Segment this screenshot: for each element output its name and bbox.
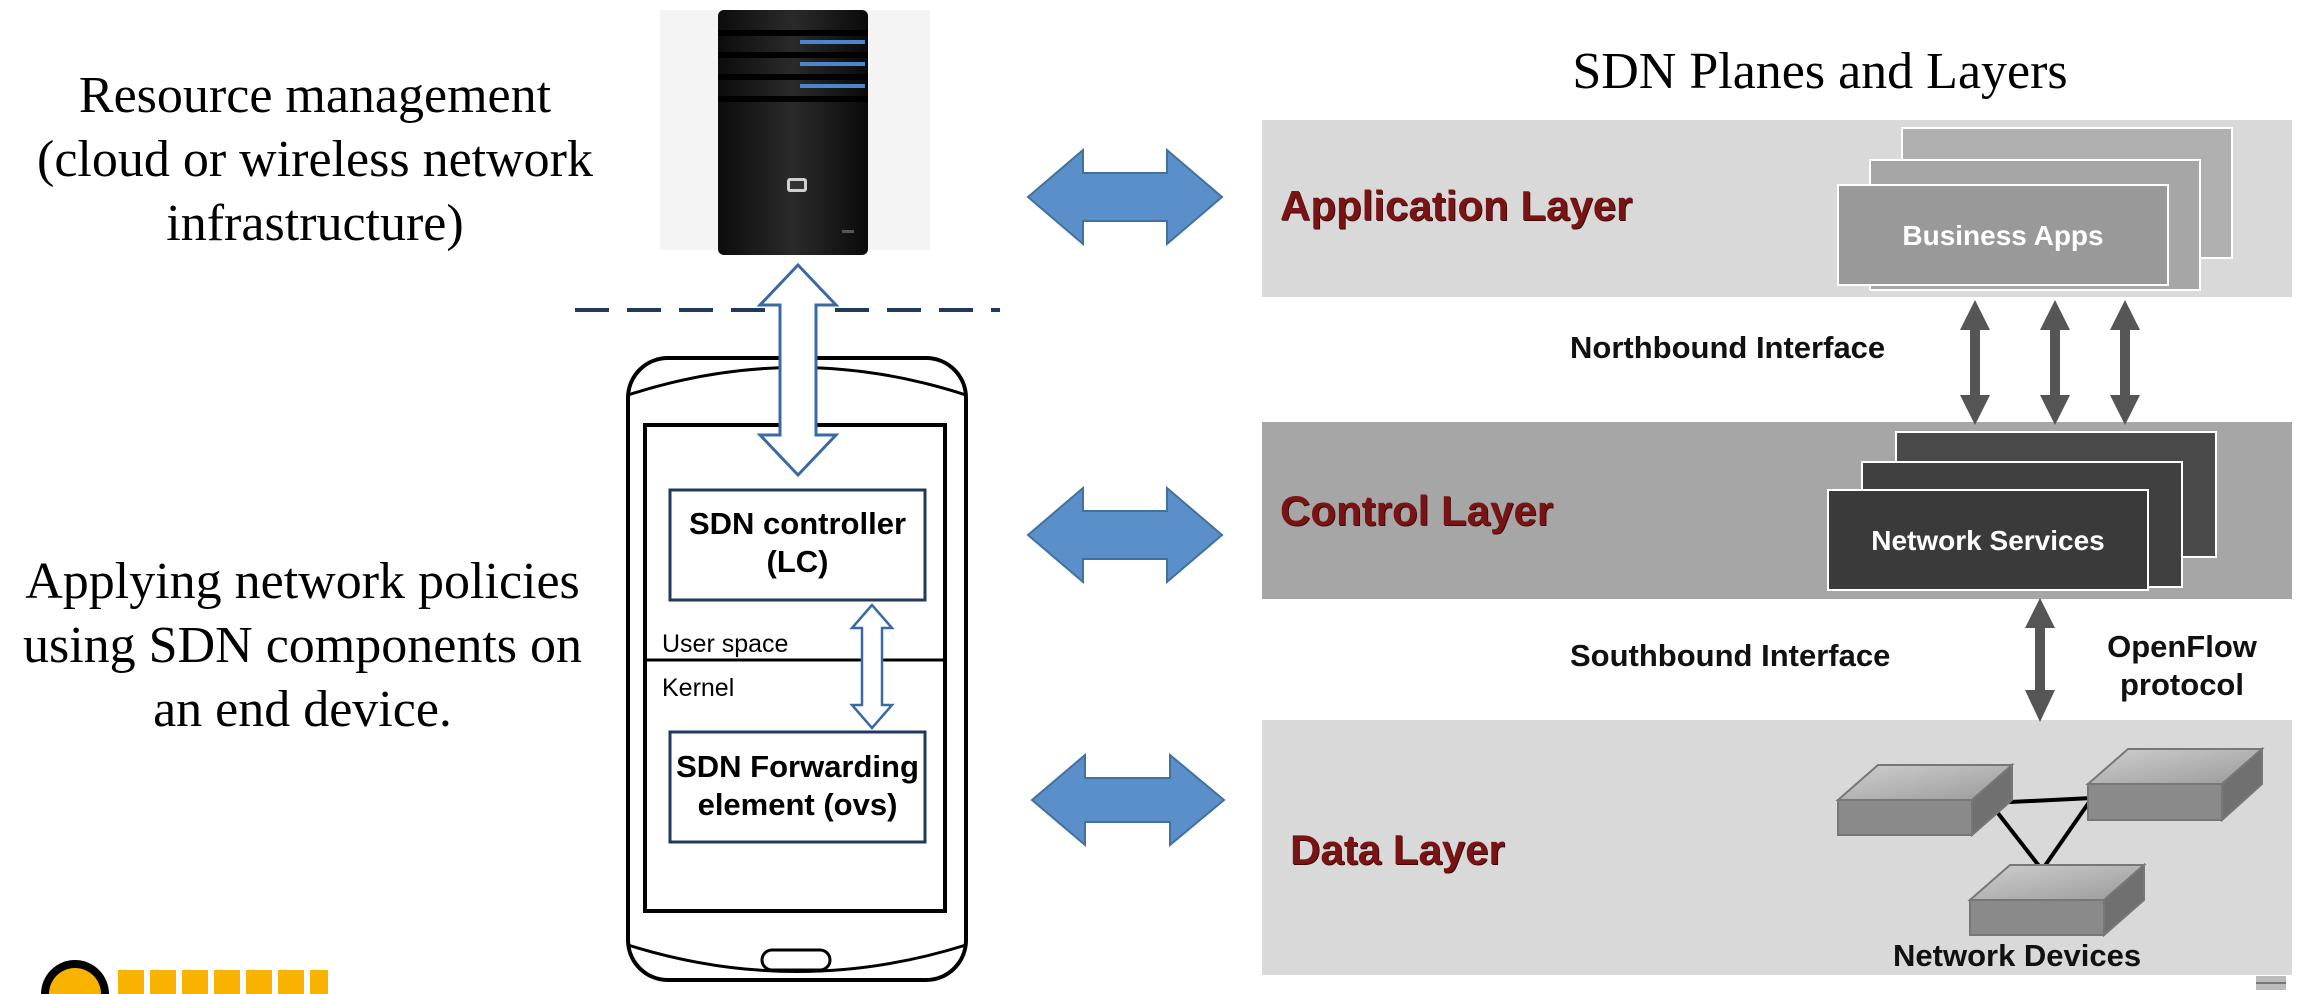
resource-line-1: Resource management [78, 67, 552, 124]
sdn-planes-title: SDN Planes and Layers [1572, 43, 2068, 100]
business-apps-box [1837, 184, 2169, 286]
sdn-forwarding-label: SDN Forwarding element (ovs) [670, 748, 925, 824]
resource-line-3: infrastructure) [166, 195, 464, 252]
vcu-logo [41, 960, 328, 994]
switch-1 [1835, 762, 2015, 838]
openflow-line-1: OpenFlow [2107, 629, 2257, 664]
forwarding-line-2: element (ovs) [697, 787, 898, 822]
northbound-arrows [1960, 300, 2140, 425]
double-arrow-control [1026, 485, 1224, 585]
application-layer-label: Application Layer [1280, 182, 1633, 229]
policy-line-1: Applying network policies [25, 553, 580, 610]
openflow-line-2: protocol [2120, 667, 2244, 702]
switch-2 [2085, 746, 2265, 823]
southbound-arrow [2025, 598, 2055, 722]
southbound-interface-label: Southbound Interface [1570, 638, 1891, 673]
controller-forwarding-arrow [849, 603, 895, 730]
network-services-box [1827, 489, 2149, 591]
policy-line-3: an end device. [153, 681, 452, 738]
control-layer-label: Control Layer [1280, 487, 1554, 534]
switch-3 [1967, 862, 2147, 938]
network-devices-label: Network Devices [1893, 938, 2142, 973]
controller-line-1: SDN controller [688, 506, 907, 541]
openflow-protocol-label: OpenFlow protocol [2082, 628, 2282, 704]
network-services-label: Network Services [1871, 525, 2105, 556]
sdn-controller-label: SDN controller (LC) [670, 505, 925, 581]
server-icon [660, 10, 930, 255]
network-switches [1835, 746, 2265, 938]
phone-device [626, 356, 968, 982]
network-policies-text: Applying network policies using SDN comp… [0, 550, 605, 742]
double-arrow-application [1026, 147, 1224, 247]
resource-management-text: Resource management (cloud or wireless n… [20, 64, 610, 256]
business-apps-label: Business Apps [1902, 220, 2104, 251]
server-controller-arrow [756, 262, 840, 478]
northbound-interface-label: Northbound Interface [1570, 330, 1886, 365]
double-arrow-data [1030, 752, 1226, 848]
controller-line-2: (LC) [766, 544, 829, 579]
user-space-label: User space [662, 630, 789, 658]
kernel-label: Kernel [662, 674, 735, 702]
corner-mark-icon [2256, 976, 2286, 990]
policy-line-2: using SDN components on [23, 617, 582, 674]
forwarding-line-1: SDN Forwarding [676, 749, 919, 784]
data-layer-label: Data Layer [1290, 826, 1505, 873]
resource-line-2: (cloud or wireless network [37, 131, 593, 188]
